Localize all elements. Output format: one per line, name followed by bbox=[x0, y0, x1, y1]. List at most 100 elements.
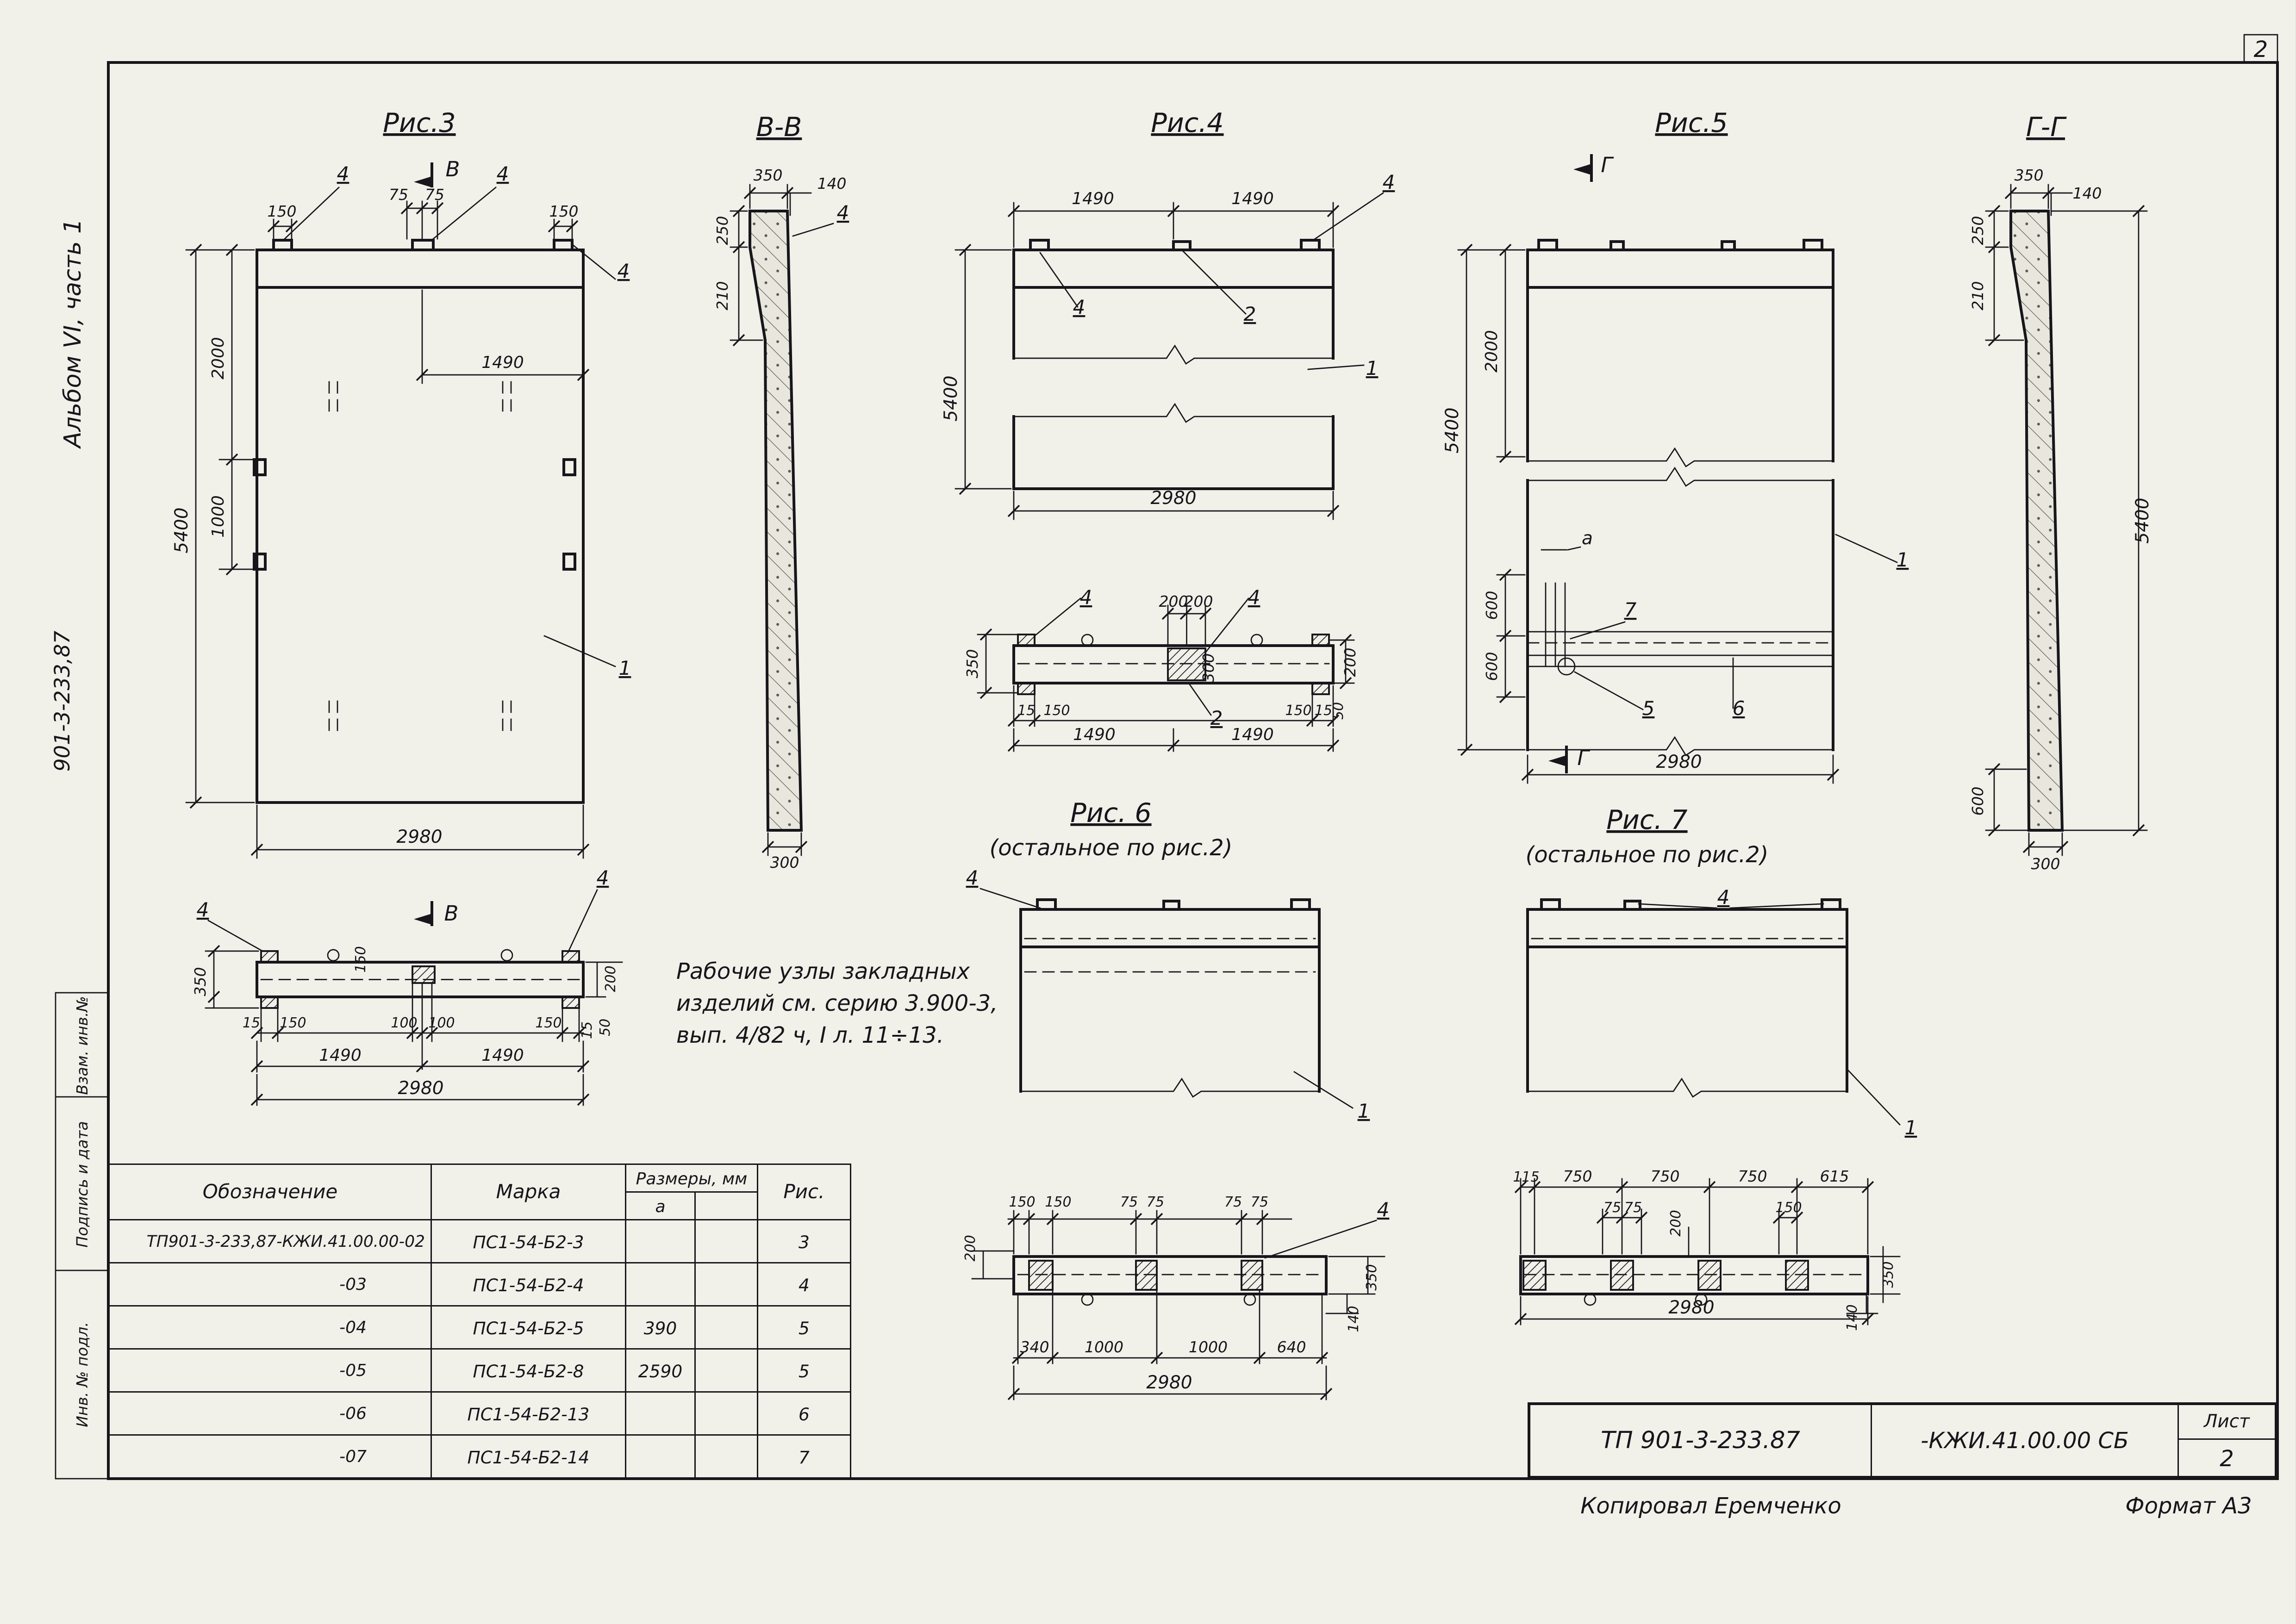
dim-label: Г bbox=[1601, 153, 1614, 177]
fig7-drawing bbox=[1514, 898, 1901, 1325]
dim-label: В bbox=[446, 157, 460, 181]
dim-label: а bbox=[1582, 528, 1593, 549]
dim-label: 2 bbox=[1244, 303, 1256, 325]
dim-label: 150 bbox=[1285, 703, 1311, 719]
dim-label: 5400 bbox=[941, 375, 961, 421]
dim-label: 50 bbox=[1330, 702, 1347, 720]
dim-label: 4 bbox=[1080, 586, 1092, 609]
dim-label: 4 bbox=[618, 260, 630, 282]
dim-label: 140 bbox=[1346, 1306, 1362, 1332]
fig4-plan-view bbox=[977, 597, 1355, 752]
cell-designation: -03 bbox=[108, 1262, 432, 1307]
cell-designation: -05 bbox=[108, 1348, 432, 1393]
sheet-frame bbox=[55, 34, 2279, 1480]
cell-fig: 5 bbox=[757, 1305, 851, 1350]
fig7-subtitle: (остальное по рис.2) bbox=[1526, 842, 1769, 868]
dim-label: 2000 bbox=[1482, 330, 1501, 373]
dim-label: 5400 bbox=[2132, 498, 2153, 543]
col-header-mark: Марка bbox=[430, 1164, 626, 1220]
dim-label: 75 bbox=[389, 186, 408, 204]
col-header-designation: Обозначение bbox=[108, 1164, 432, 1220]
dim-label: 4 bbox=[1377, 1198, 1390, 1221]
fig4-title: Рис.4 bbox=[1151, 108, 1223, 138]
dim-label: 640 bbox=[1277, 1338, 1306, 1356]
dim-label: 300 bbox=[2031, 855, 2060, 873]
dim-label: 15 bbox=[1017, 703, 1035, 719]
table-row: -07 ПС1-54-Б2-14 7 bbox=[108, 1434, 851, 1479]
dim-label: 4 bbox=[497, 162, 509, 185]
cell-size-a bbox=[625, 1219, 696, 1263]
dim-label: 150 bbox=[549, 202, 579, 220]
dim-label: 1 bbox=[1905, 1116, 1917, 1139]
dim-label: 250 bbox=[713, 216, 731, 245]
dim-label: 4 bbox=[1248, 586, 1260, 609]
fig3-plan-view bbox=[205, 889, 623, 1106]
dim-label: 75 bbox=[1624, 1200, 1642, 1216]
section-gg-drawing bbox=[1985, 184, 2148, 856]
cell-mark: ПС1-54-Б2-5 bbox=[430, 1305, 626, 1350]
dim-label: 4 bbox=[1717, 886, 1730, 908]
cell-mark: ПС1-54-Б2-13 bbox=[430, 1391, 626, 1436]
series-label: 901-3-233,87 bbox=[50, 630, 75, 772]
dim-label: 200 bbox=[1159, 592, 1188, 610]
note-line-2: изделий см. серию 3.900-3, bbox=[676, 990, 998, 1016]
dim-label: 75 bbox=[1224, 1194, 1242, 1210]
dim-label: 2980 bbox=[1146, 1372, 1192, 1393]
dim-label: В bbox=[444, 901, 459, 926]
dim-label: 75 bbox=[1251, 1194, 1268, 1210]
dim-label: 1 bbox=[1366, 357, 1379, 380]
fig3-title: Рис.3 bbox=[383, 108, 455, 138]
fig5-title: Рис.5 bbox=[1655, 108, 1728, 138]
footer-format: Формат А3 bbox=[2125, 1493, 2252, 1519]
dim-label: 350 bbox=[1364, 1264, 1380, 1290]
cell-size-a: 390 bbox=[625, 1305, 696, 1350]
sheet-number: 2 bbox=[2220, 1444, 2234, 1471]
title-block-code: -КЖИ.41.00.00 СБ bbox=[1872, 1405, 2179, 1476]
fig4-drawing bbox=[955, 192, 1384, 520]
dim-label: 140 bbox=[1844, 1304, 1860, 1331]
dim-label: 350 bbox=[754, 166, 783, 184]
dim-label: 750 bbox=[1563, 1167, 1592, 1185]
album-label: Альбом VI, часть 1 bbox=[59, 219, 87, 449]
dim-label: 4 bbox=[197, 898, 209, 921]
col-header-sizes: Размеры, мм bbox=[625, 1164, 758, 1193]
dim-label: 15 bbox=[243, 1015, 260, 1031]
cell-size-b bbox=[694, 1391, 758, 1436]
dim-label: 5400 bbox=[1442, 407, 1463, 453]
dim-label: 200 bbox=[603, 965, 619, 992]
dim-label: 300 bbox=[1199, 653, 1217, 683]
cell-size-a bbox=[625, 1434, 696, 1479]
dim-label: 2980 bbox=[398, 1078, 443, 1099]
table-row: -05 ПС1-54-Б2-8 2590 5 bbox=[108, 1348, 851, 1393]
col-subheader-a: а bbox=[625, 1191, 696, 1220]
table-row: -04 ПС1-54-Б2-5 390 5 bbox=[108, 1305, 851, 1350]
cell-size-a bbox=[625, 1262, 696, 1307]
title-block-doc: ТП 901-3-233.87 bbox=[1530, 1405, 1872, 1476]
sheet-label: Лист bbox=[2179, 1405, 2275, 1440]
table-row: -03 ПС1-54-Б2-4 4 bbox=[108, 1262, 851, 1307]
dim-label: 4 bbox=[337, 162, 349, 185]
dim-label: 75 bbox=[1603, 1200, 1621, 1216]
dim-label: 75 bbox=[1120, 1194, 1138, 1210]
cell-fig: 5 bbox=[757, 1348, 851, 1393]
dim-label: 340 bbox=[1020, 1338, 1049, 1356]
table-row: ТП901-3-233,87-КЖИ.41.00.00-02 ПС1-54-Б2… bbox=[108, 1219, 851, 1263]
dim-label: 5 bbox=[1642, 697, 1655, 720]
cell-size-b bbox=[694, 1262, 758, 1307]
dim-label: 210 bbox=[1969, 281, 1987, 311]
dim-label: 140 bbox=[2072, 184, 2102, 202]
spec-table: Обозначение Марка Размеры, мм Рис. а ТП9… bbox=[108, 1164, 851, 1479]
dim-label: 2 bbox=[1210, 707, 1223, 729]
cell-size-a: 2590 bbox=[625, 1348, 696, 1393]
dim-label: 350 bbox=[1880, 1261, 1897, 1288]
note-line-1: Рабочие узлы закладных bbox=[676, 958, 970, 984]
dim-label: 6 bbox=[1733, 697, 1745, 720]
dim-label: 75 bbox=[1147, 1194, 1164, 1210]
dim-label: 1 bbox=[619, 657, 631, 679]
dim-label: 5400 bbox=[171, 507, 192, 553]
fig5-drawing bbox=[1457, 154, 1898, 784]
fig6-drawing bbox=[971, 888, 1385, 1400]
dim-label: 150 bbox=[268, 202, 297, 220]
